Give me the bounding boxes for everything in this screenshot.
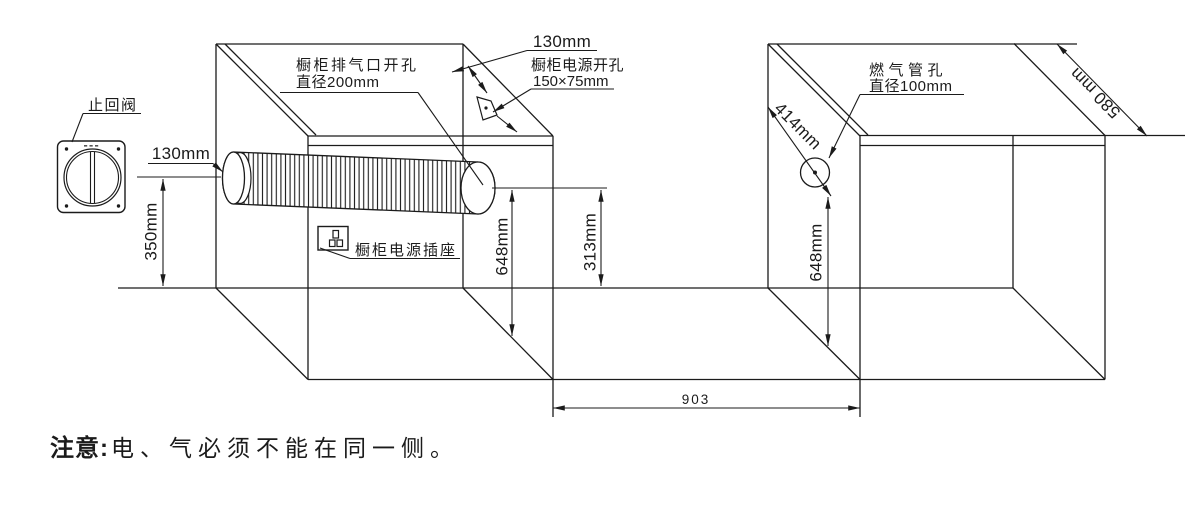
cab1-bottom-left-edge (215, 287, 309, 380)
valve-screw (116, 147, 121, 151)
power-hole-offset-arrow (467, 65, 488, 94)
gas-hole-size: 直径100mm (869, 78, 953, 95)
cab1-top-left-edge-inner (224, 43, 317, 136)
duct-body (221, 151, 496, 215)
valve-screw (64, 204, 69, 208)
power-socket-label: 橱柜电源插座 (355, 242, 457, 259)
valve-screw (64, 147, 69, 151)
cab2-top-left-edge (767, 43, 861, 137)
exhaust-hole-leader (280, 91, 484, 186)
dim-label-414: 414mm (771, 99, 826, 154)
socket-leader (319, 247, 460, 260)
dim-label-580: 580 mm (1066, 64, 1124, 122)
valve-inner-ring (65, 150, 120, 205)
exhaust-hole-size: 直径200mm (296, 74, 380, 91)
duct-end-opening (460, 161, 496, 215)
duct-stub-leader (212, 162, 224, 173)
gas-hole-title: 燃气管孔 (869, 61, 947, 79)
cab1-bottom-right-edge (462, 287, 554, 380)
valve-fine-print (84, 145, 99, 147)
exhaust-duct (221, 151, 496, 215)
dim-label-648-right: 648mm (807, 223, 826, 281)
check-valve (56, 140, 126, 214)
socket-slot (336, 239, 344, 248)
check-valve-label: 止回阀 (88, 97, 138, 114)
cab1-top-right-edge (462, 43, 554, 137)
valve-flap-pivot (89, 151, 96, 204)
dim-label-313: 313mm (581, 213, 600, 271)
leader-lines (71, 49, 964, 260)
valve-outer-ring (63, 148, 122, 207)
gas-hole-center (813, 170, 817, 175)
power-hole-size: 150×75mm (533, 73, 608, 90)
dim-label-power-offset: 130mm (533, 32, 591, 51)
power-hole-leader (492, 88, 532, 113)
power-hole-pointer (496, 115, 518, 133)
socket-slot (328, 239, 336, 248)
gas-hole-offset-arrow (767, 106, 832, 197)
cabinet-outlines (118, 43, 1185, 417)
cutout-features (317, 65, 832, 251)
dim-label-903: 903 (682, 392, 711, 407)
dim-label-648-left: 648mm (493, 217, 512, 275)
valve-screw (116, 204, 121, 208)
dim-580 (1056, 43, 1148, 137)
cab2-bottom-left-edge (767, 287, 861, 380)
note-emphasis: 注意: (50, 434, 109, 462)
cab2-bottom-right-edge (1012, 287, 1106, 380)
dim-label-350: 350mm (142, 202, 161, 260)
power-hole-title: 橱柜电源开孔 (531, 57, 624, 74)
note-body: 电、气必须不能在同一侧。 (111, 436, 459, 461)
cab1-top-left-edge (215, 43, 309, 137)
cab2-top-left-edge-inner (776, 43, 869, 136)
socket-slot (332, 229, 340, 239)
power-offset-leader (451, 49, 528, 73)
dim-label-duct-stub: 130mm (152, 144, 210, 163)
note: 注意:电、气必须不能在同一侧。 (50, 434, 459, 462)
gas-hole-leader (828, 94, 861, 159)
check-valve-leader (71, 112, 141, 143)
exhaust-hole-title: 橱柜排气口开孔 (296, 57, 419, 74)
dimension-lines (137, 43, 1148, 411)
annotations: 止回阀 橱柜排气口开孔 直径200mm 橱柜电源开孔 150×75mm 橱柜电源… (88, 32, 1124, 407)
duct-mouth (221, 151, 246, 205)
power-hole-center (484, 106, 488, 110)
